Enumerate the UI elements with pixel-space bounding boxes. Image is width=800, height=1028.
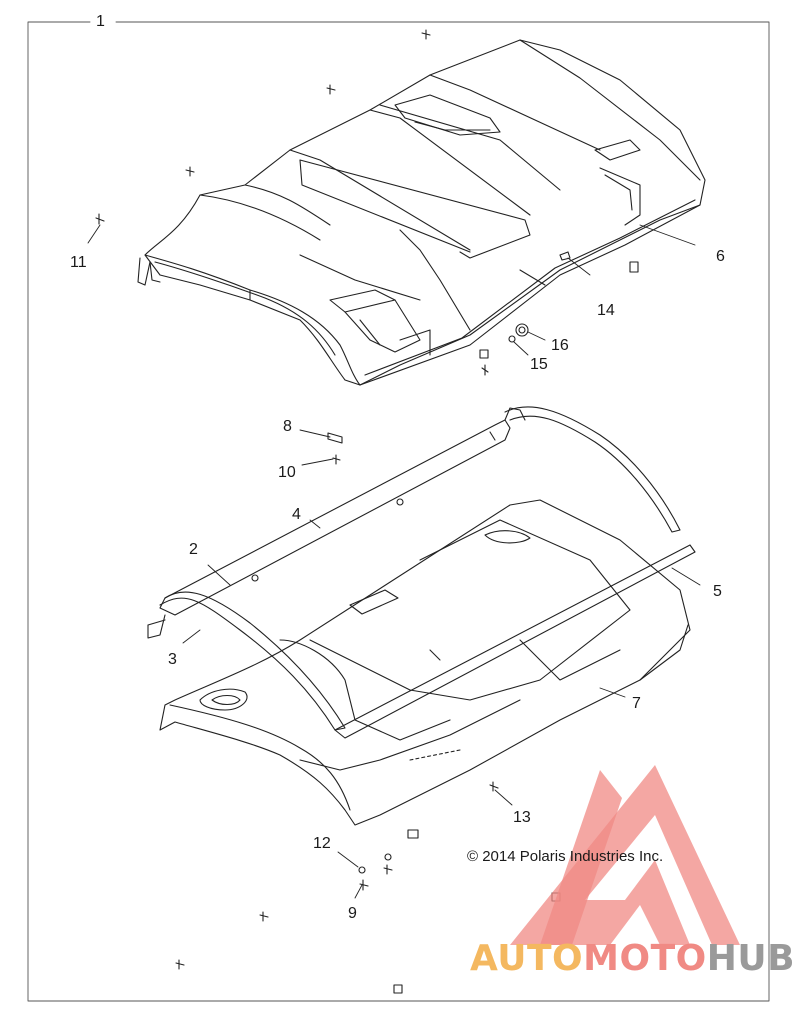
callout-16: 16 [551,337,569,354]
rear-hoop-bar [159,591,346,731]
callout-9: 9 [348,905,357,922]
callout-11: 11 [70,254,87,271]
callout-5: 5 [713,583,722,600]
headliner [159,499,691,826]
callout-1: 1 [96,13,105,30]
callout-3: 3 [168,651,177,668]
callout-8: 8 [283,418,292,435]
callout-6: 6 [716,248,725,265]
callout-12: 12 [313,835,331,852]
copyright-notice: © 2014 Polaris Industries Inc. [467,848,664,865]
front-hoop-bar [504,406,681,533]
roof-fasteners [95,29,639,376]
watermark-moto: MOTO [583,938,707,979]
watermark-logo [510,765,740,945]
watermark-auto: AUTO [470,938,584,979]
callout-7: 7 [632,695,641,712]
roof-top-panel [137,39,706,386]
leader-lines [87,224,701,899]
callout-14: 14 [597,302,615,319]
watermark-hub: HUB [706,938,796,979]
callout-2: 2 [189,541,198,558]
watermark-text: AUTOMOTOHUB [470,938,795,979]
callout-15: 15 [530,356,548,373]
callout-4: 4 [292,506,301,523]
callout-10: 10 [278,464,296,481]
frame-border [27,21,770,1002]
rear-bar [147,407,526,639]
callout-13: 13 [513,809,531,826]
crossbar-5 [334,544,696,739]
